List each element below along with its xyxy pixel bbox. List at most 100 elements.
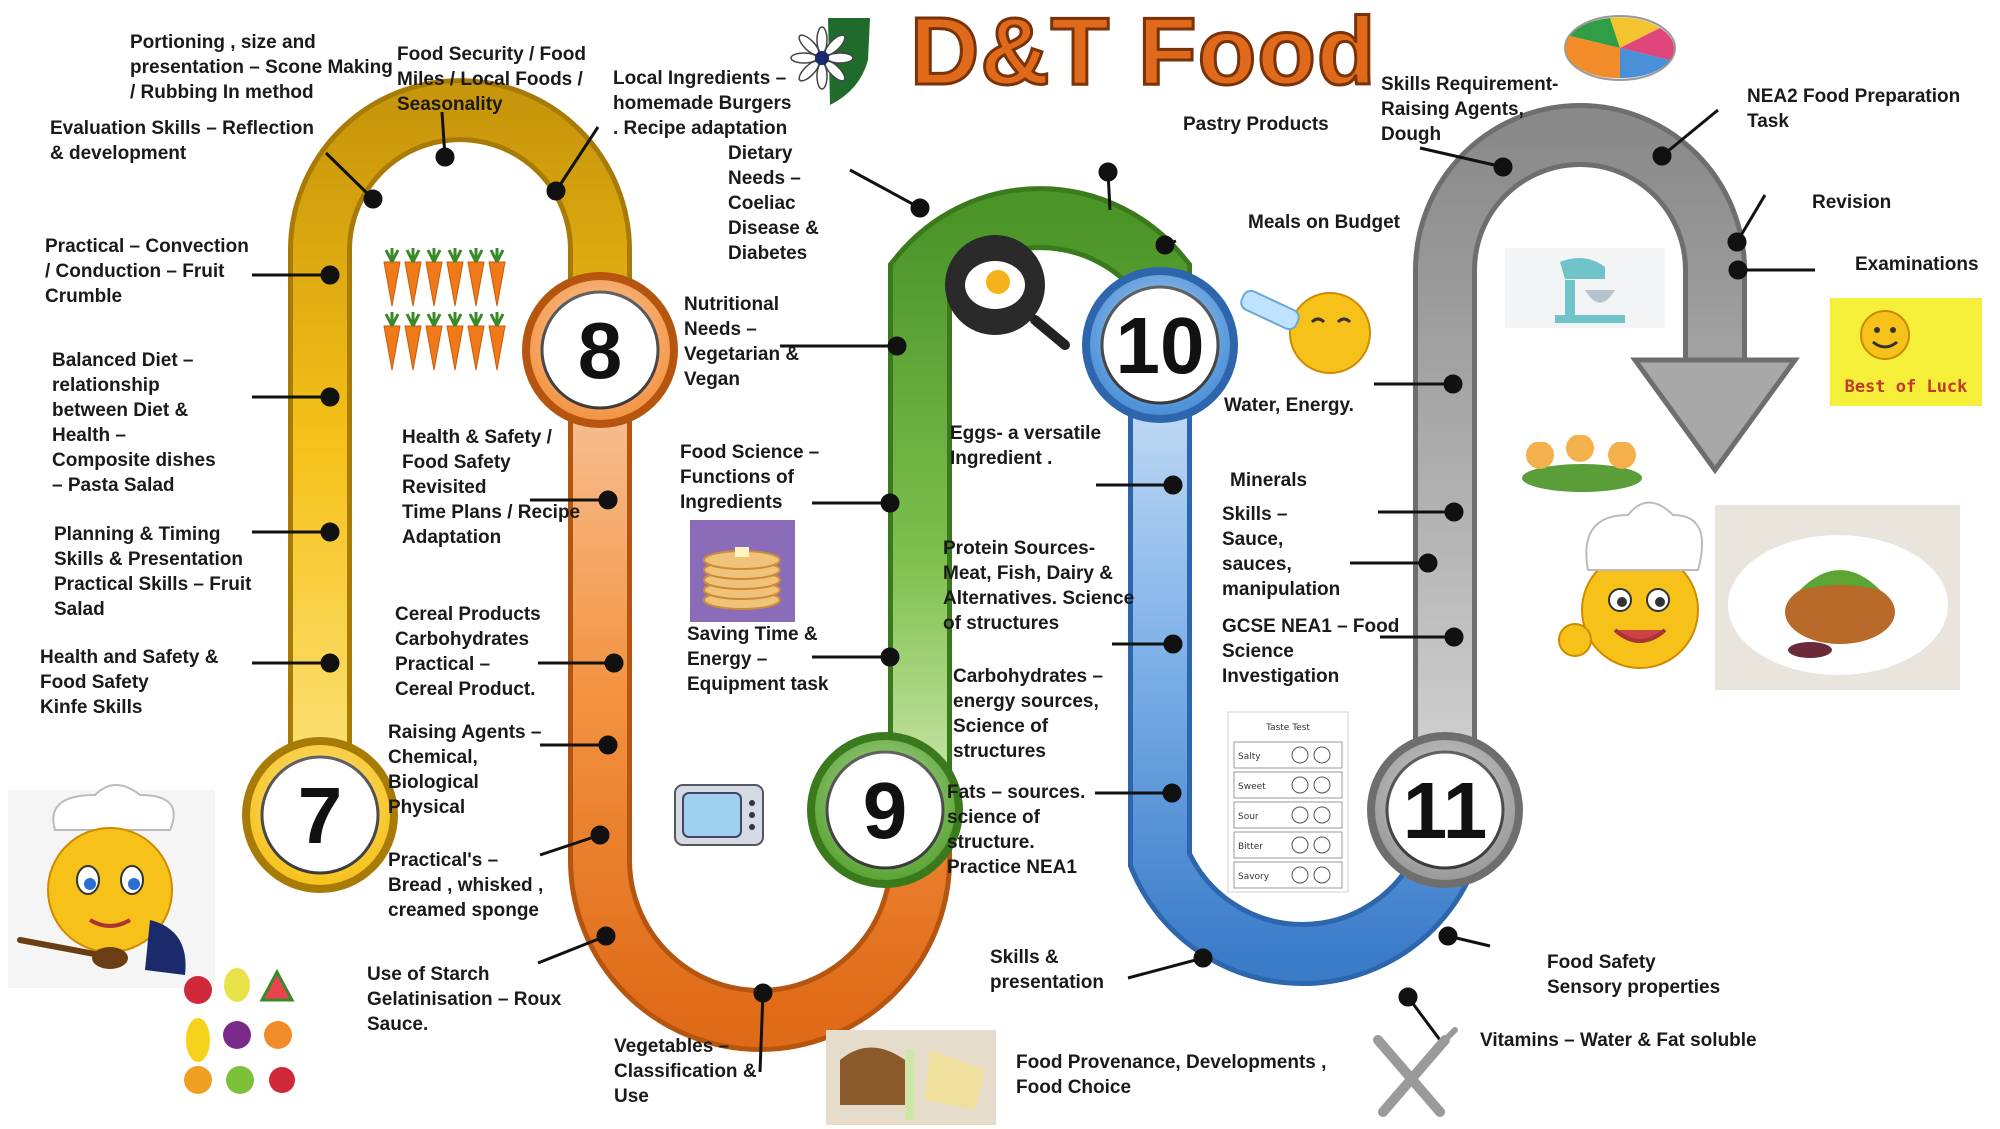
year-10-medallion: 10 <box>1082 267 1238 423</box>
topic-label: Eggs- a versatile Ingredient . <box>950 423 1102 469</box>
carrot-icon <box>383 261 401 307</box>
taste-test-row-label: Savory <box>1238 872 1270 882</box>
topic-label: Cereal Products Carbohydrates Practical … <box>395 604 541 700</box>
leader-line <box>324 151 375 201</box>
topic-label: Health and Safety & Food Safety Kinfe Sk… <box>40 647 219 718</box>
topic-label: Portioning , size and presentation – Sco… <box>130 32 393 103</box>
topic-dot <box>1163 634 1183 654</box>
face-icon <box>1313 806 1331 824</box>
taste-test-row <box>1233 831 1343 859</box>
carrot-leaves-icon <box>447 312 463 327</box>
topic-dot <box>598 490 618 510</box>
face-icon <box>1291 836 1309 854</box>
topic-label: Planning & Timing Skills & Presentation … <box>54 524 252 620</box>
leader-line <box>554 126 600 192</box>
carrot-icon <box>488 261 506 307</box>
topic-dot <box>546 181 566 201</box>
carrot-leaves-icon <box>426 248 442 263</box>
taste-test-row <box>1233 741 1343 769</box>
year-10-number: 10 <box>1116 301 1205 390</box>
topic-label: Food Provenance, Developments , Food Cho… <box>1016 1052 1327 1098</box>
carrot-icon <box>446 261 464 307</box>
smiley-drinking-icon <box>1240 289 1371 374</box>
fruits-illustration <box>184 968 295 1094</box>
topic-label: Fats – sources. science of structure. Pr… <box>947 782 1086 878</box>
taste-test-row-label: Sour <box>1238 812 1259 822</box>
leader-line <box>1661 108 1719 158</box>
topic-label: Local Ingredients – homemade Burgers . R… <box>613 68 792 139</box>
carrot-leaves-icon <box>489 312 505 327</box>
topic-label: Vitamins – Water & Fat soluble <box>1480 1030 1757 1051</box>
fried-egg-pan-icon <box>945 235 1070 350</box>
carrot-leaves-icon <box>384 312 400 327</box>
topic-dot <box>320 265 340 285</box>
best-of-luck-badge: Best of Luck <box>1830 298 1982 406</box>
face-icon <box>1291 776 1309 794</box>
topic-label: Nutritional Needs – Vegetarian & Vegan <box>684 294 800 390</box>
topic-dot <box>1652 146 1672 166</box>
topic-label: Protein Sources- Meat, Fish, Dairy & Alt… <box>943 538 1135 634</box>
topic-label: Examinations <box>1855 254 1979 275</box>
topic-label: Water, Energy. <box>1224 395 1354 416</box>
topic-dot <box>598 735 618 755</box>
carrot-icon <box>488 325 506 371</box>
topic-label: GCSE NEA1 – Food Science Investigation <box>1222 616 1400 687</box>
topic-dot <box>604 653 624 673</box>
topic-dot <box>910 198 930 218</box>
topic-label: Practical – Convection / Conduction – Fr… <box>45 236 249 307</box>
chef-smiley-spoon-icon <box>8 784 215 988</box>
topic-label: Pastry Products <box>1183 114 1329 135</box>
leader-line <box>539 833 601 857</box>
topic-dot <box>596 926 616 946</box>
topic-dot <box>435 147 455 167</box>
carrot-leaves-icon <box>489 248 505 263</box>
topic-dot <box>1398 987 1418 1007</box>
face-icon <box>1313 866 1331 884</box>
face-icon <box>1291 866 1309 884</box>
carrot-leaves-icon <box>468 248 484 263</box>
topic-leaders <box>252 108 1815 1073</box>
topic-dot <box>1727 232 1747 252</box>
topic-dot <box>1418 553 1438 573</box>
carrot-leaves-icon <box>468 312 484 327</box>
year-9-medallion: 9 <box>807 732 963 888</box>
topic-dot <box>363 189 383 209</box>
year-7-medallion: 7 <box>242 737 398 893</box>
year-11-medallion: 11 <box>1367 732 1523 888</box>
face-icon <box>1291 746 1309 764</box>
topic-dot <box>320 387 340 407</box>
topic-dot <box>320 653 340 673</box>
best-of-luck-text: Best of Luck <box>1845 377 1968 397</box>
topic-dot <box>1162 783 1182 803</box>
topic-dot <box>1444 502 1464 522</box>
carrot-icon <box>404 261 422 307</box>
topic-dot <box>1444 627 1464 647</box>
topic-label: NEA2 Food Preparation Task <box>1747 86 1961 132</box>
taste-test-title: Taste Test <box>1265 723 1310 733</box>
topic-dot <box>753 983 773 1003</box>
carrot-icon <box>404 325 422 371</box>
eatwell-plate-icon <box>1564 15 1676 81</box>
topic-label: Vegetables – Classification & Use <box>614 1036 757 1107</box>
topic-dot <box>1163 475 1183 495</box>
taste-test-row <box>1233 861 1343 889</box>
carrot-leaves-icon <box>447 248 463 263</box>
topic-label: Carbohydrates – energy sources, Science … <box>953 666 1103 762</box>
taste-test-row <box>1233 801 1343 829</box>
topic-label: Skills Requirement- Raising Agents, Doug… <box>1381 74 1559 145</box>
topic-dot <box>1443 374 1463 394</box>
face-icon <box>1313 746 1331 764</box>
topic-label: Health & Safety / Food Safety Revisited … <box>402 427 581 548</box>
topic-label: Practical's – Bread , whisked , creamed … <box>388 850 544 921</box>
topic-dot <box>1098 162 1118 182</box>
stand-mixer-icon <box>1505 248 1665 328</box>
topic-dot <box>880 647 900 667</box>
taste-test-row-label: Sweet <box>1238 782 1266 792</box>
carrot-leaves-icon <box>405 248 421 263</box>
knife-fork-icon <box>1373 1027 1458 1117</box>
topic-dot <box>1438 926 1458 946</box>
carrot-icon <box>383 325 401 371</box>
carrot-icon <box>446 325 464 371</box>
